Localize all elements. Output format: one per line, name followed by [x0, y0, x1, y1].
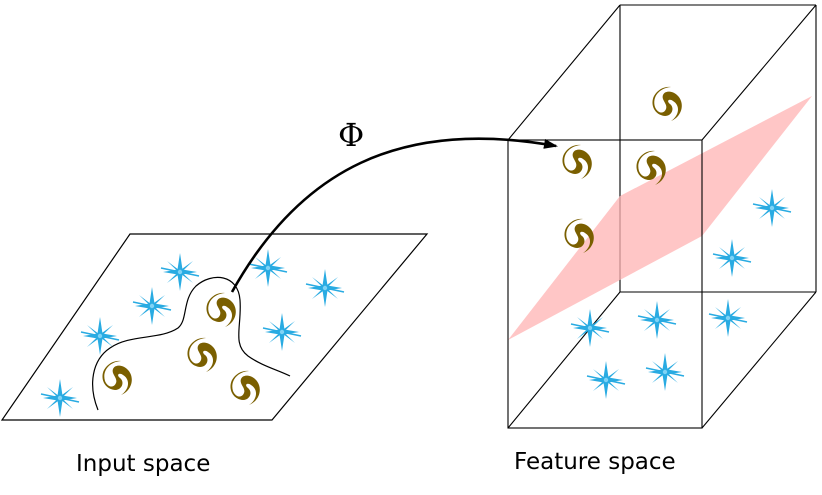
star-icon — [305, 268, 345, 308]
star-icon — [586, 360, 626, 400]
swirl-blob-icon — [562, 144, 592, 179]
mapping-arrow — [230, 137, 558, 293]
input-space-caption: Input space — [76, 451, 211, 477]
swirl-blob-icon — [187, 337, 217, 372]
star-icon — [80, 316, 120, 356]
input-blobs — [102, 292, 260, 405]
swirl-blob-icon — [230, 370, 260, 405]
input-stars — [40, 248, 345, 418]
mapping-symbol: Φ — [338, 116, 365, 154]
star-icon — [262, 312, 302, 352]
separating-hyperplane — [508, 96, 812, 340]
star-icon — [132, 286, 172, 326]
star-icon — [752, 188, 792, 228]
feature-space-cube-front — [507, 139, 703, 429]
star-icon — [645, 352, 685, 392]
swirl-blob-icon — [564, 218, 594, 253]
star-icon — [40, 378, 80, 418]
decision-boundary-curve — [92, 276, 291, 411]
star-icon — [712, 238, 752, 278]
feature-space-cube — [507, 4, 817, 429]
star-icon — [570, 308, 610, 348]
star-icon — [637, 300, 677, 340]
feature-space-caption: Feature space — [514, 449, 676, 475]
input-space-plane — [0, 233, 429, 421]
swirl-blob-icon — [206, 292, 236, 327]
star-icon — [160, 252, 200, 292]
swirl-blob-icon — [652, 86, 682, 121]
swirl-blob-icon — [102, 360, 132, 395]
star-icon — [708, 298, 748, 338]
